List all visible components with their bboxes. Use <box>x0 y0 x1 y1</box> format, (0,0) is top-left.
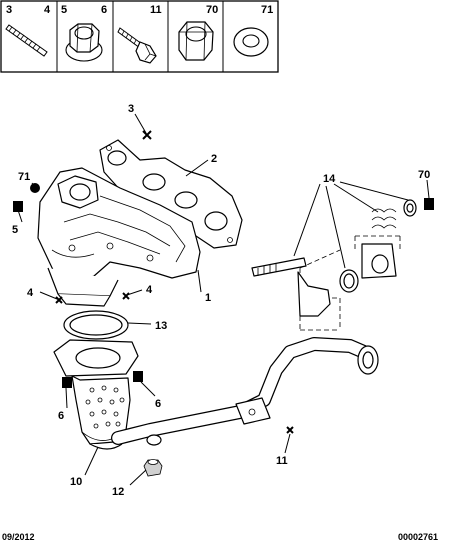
callout-11: 11 <box>276 455 288 467</box>
callout-13: 13 <box>155 320 167 332</box>
parts-legend: 3 4 5 6 11 70 <box>0 0 279 73</box>
front-exhaust-pipe <box>111 337 379 446</box>
footer-date: 09/2012 <box>2 532 35 542</box>
callout-2: 2 <box>211 153 217 165</box>
callout-3: 3 <box>128 103 134 115</box>
footer-reference: 00002761 <box>398 532 438 542</box>
callout-10: 10 <box>70 476 82 488</box>
washer-icon <box>233 27 269 57</box>
callout-6-right: 6 <box>155 398 161 410</box>
flexible-joint-hardware <box>251 198 434 331</box>
callout-1: 1 <box>205 292 211 304</box>
legend-label-3: 3 <box>6 4 12 16</box>
legend-label-11: 11 <box>150 4 162 16</box>
exhaust-manifold <box>37 167 201 307</box>
callout-70: 70 <box>418 169 430 181</box>
legend-label-4: 4 <box>44 4 51 16</box>
callout-labels: 3 2 71 5 1 4 4 13 6 6 10 12 11 14 70 <box>12 103 430 498</box>
catalyst-gasket <box>63 310 129 340</box>
callout-14: 14 <box>323 173 336 185</box>
bolt-icon <box>117 27 157 64</box>
legend-label-70: 70 <box>206 4 218 16</box>
stud-icon <box>5 24 48 57</box>
callout-12: 12 <box>112 486 124 498</box>
legend-label-6: 6 <box>101 4 107 16</box>
leader-lines <box>17 113 430 486</box>
callout-4-left: 4 <box>27 287 34 299</box>
nut-12 <box>143 459 163 477</box>
callout-4-right: 4 <box>146 284 153 296</box>
callout-6-left: 6 <box>58 410 64 422</box>
legend-label-71: 71 <box>261 4 273 16</box>
legend-label-5: 5 <box>61 4 67 16</box>
callout-5: 5 <box>12 224 18 236</box>
callout-71: 71 <box>18 171 30 183</box>
flange-nut-icon <box>65 23 103 62</box>
manifold-gasket <box>99 139 243 249</box>
hardware-markers <box>13 130 294 434</box>
hex-nut-icon <box>178 21 214 61</box>
